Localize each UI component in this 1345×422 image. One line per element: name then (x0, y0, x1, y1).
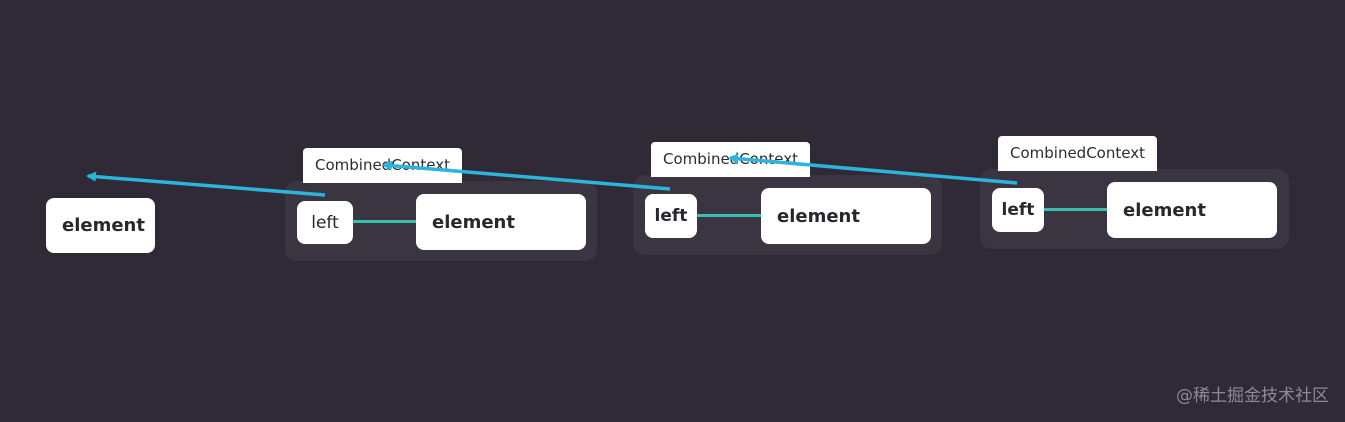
element-label-3: element (1123, 199, 1206, 221)
context-link-1 (352, 220, 418, 223)
left-box-1: left (297, 201, 353, 244)
combined-context-title-text-3: CombinedContext (1010, 144, 1145, 162)
context-link-3 (1042, 208, 1108, 211)
root-element-label: element (62, 215, 145, 236)
combined-context-title-text-1: CombinedContext (315, 156, 450, 174)
element-label-1: element (432, 211, 515, 233)
combined-context-title-3: CombinedContext (998, 136, 1157, 171)
element-label-2: element (777, 205, 860, 227)
watermark: @稀土掘金技术社区 (1176, 386, 1329, 406)
left-label-3: left (1001, 200, 1035, 220)
left-label-2: left (654, 206, 688, 226)
combined-context-title-text-2: CombinedContext (663, 150, 798, 168)
left-box-3: left (992, 188, 1044, 232)
element-box-2: element (761, 188, 931, 244)
left-label-1: left (311, 212, 339, 233)
root-element-box: element (46, 198, 155, 253)
element-box-1: element (416, 194, 586, 250)
left-box-2: left (645, 194, 697, 238)
combined-context-title-2: CombinedContext (651, 142, 810, 177)
context-link-2 (696, 214, 762, 217)
element-box-3: element (1107, 182, 1277, 238)
combined-context-title-1: CombinedContext (303, 148, 462, 183)
